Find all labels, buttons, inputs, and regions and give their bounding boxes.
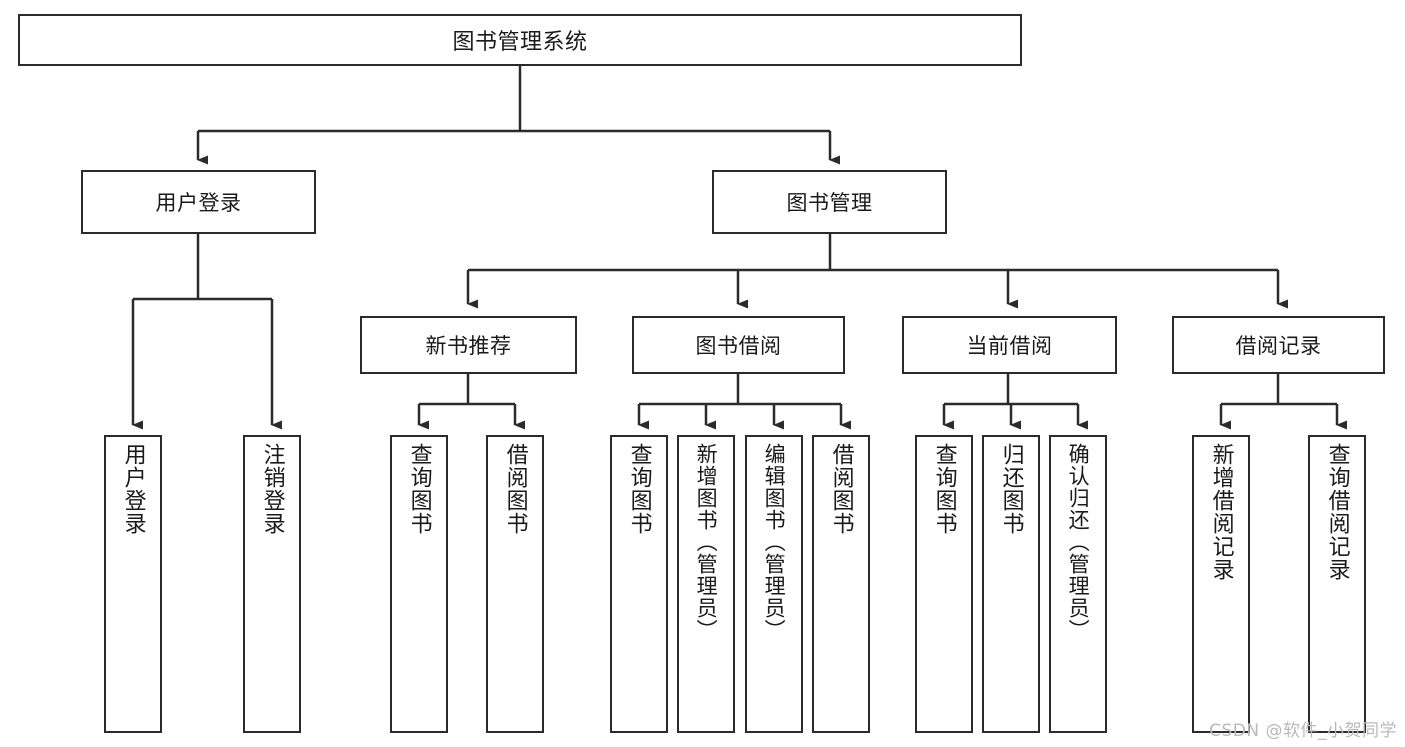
leaf-label: 编辑图书（管理员） — [762, 443, 787, 641]
node-label: 图书借阅 — [695, 334, 782, 358]
node-label: 用户登录 — [155, 191, 242, 215]
node-new-book-recommendation[interactable]: 新书推荐 — [360, 316, 577, 374]
node-label: 借阅记录 — [1235, 334, 1322, 358]
node-book-borrowing[interactable]: 图书借阅 — [632, 316, 845, 374]
leaf-label: 注销登录 — [259, 443, 285, 535]
leaf-label: 新增借阅记录 — [1208, 443, 1234, 581]
leaf-label: 查询图书 — [406, 443, 432, 535]
leaf-add-borrow-record[interactable]: 新增借阅记录 — [1192, 435, 1250, 733]
leaf-user-login[interactable]: 用户登录 — [104, 435, 162, 733]
leaf-query-books-current[interactable]: 查询图书 — [915, 435, 973, 733]
node-user-login[interactable]: 用户登录 — [81, 170, 316, 234]
node-root-book-management-system[interactable]: 图书管理系统 — [18, 14, 1022, 66]
leaf-add-book-admin[interactable]: 新增图书（管理员） — [677, 435, 735, 733]
csdn-watermark: CSDN @软件_小贺同学 — [1209, 721, 1397, 741]
leaf-label: 用户登录 — [120, 443, 146, 535]
leaf-borrow-books-recommend[interactable]: 借阅图书 — [486, 435, 544, 733]
leaf-edit-book-admin[interactable]: 编辑图书（管理员） — [745, 435, 803, 733]
leaf-label: 查询图书 — [931, 443, 957, 535]
node-label: 新书推荐 — [425, 334, 512, 358]
leaf-label: 查询图书 — [626, 443, 652, 535]
leaf-label: 查询借阅记录 — [1324, 443, 1350, 581]
leaf-query-books-recommend[interactable]: 查询图书 — [390, 435, 448, 733]
leaf-label: 新增图书（管理员） — [694, 443, 719, 641]
node-label: 图书管理 — [786, 191, 873, 215]
node-borrowing-record[interactable]: 借阅记录 — [1172, 316, 1385, 374]
leaf-label: 借阅图书 — [828, 443, 854, 535]
node-label: 当前借阅 — [966, 334, 1053, 358]
leaf-borrow-books-borrow[interactable]: 借阅图书 — [812, 435, 870, 733]
node-current-borrowing[interactable]: 当前借阅 — [902, 316, 1117, 374]
leaf-confirm-return-admin[interactable]: 确认归还（管理员） — [1049, 435, 1107, 733]
leaf-query-books-borrow[interactable]: 查询图书 — [610, 435, 668, 733]
leaf-return-books[interactable]: 归还图书 — [982, 435, 1040, 733]
node-book-management[interactable]: 图书管理 — [712, 170, 947, 234]
leaf-label: 归还图书 — [998, 443, 1024, 535]
leaf-query-borrow-record[interactable]: 查询借阅记录 — [1308, 435, 1366, 733]
leaf-label: 借阅图书 — [502, 443, 528, 535]
leaf-logout[interactable]: 注销登录 — [243, 435, 301, 733]
leaf-label: 确认归还（管理员） — [1066, 443, 1091, 641]
node-label: 图书管理系统 — [452, 30, 588, 55]
